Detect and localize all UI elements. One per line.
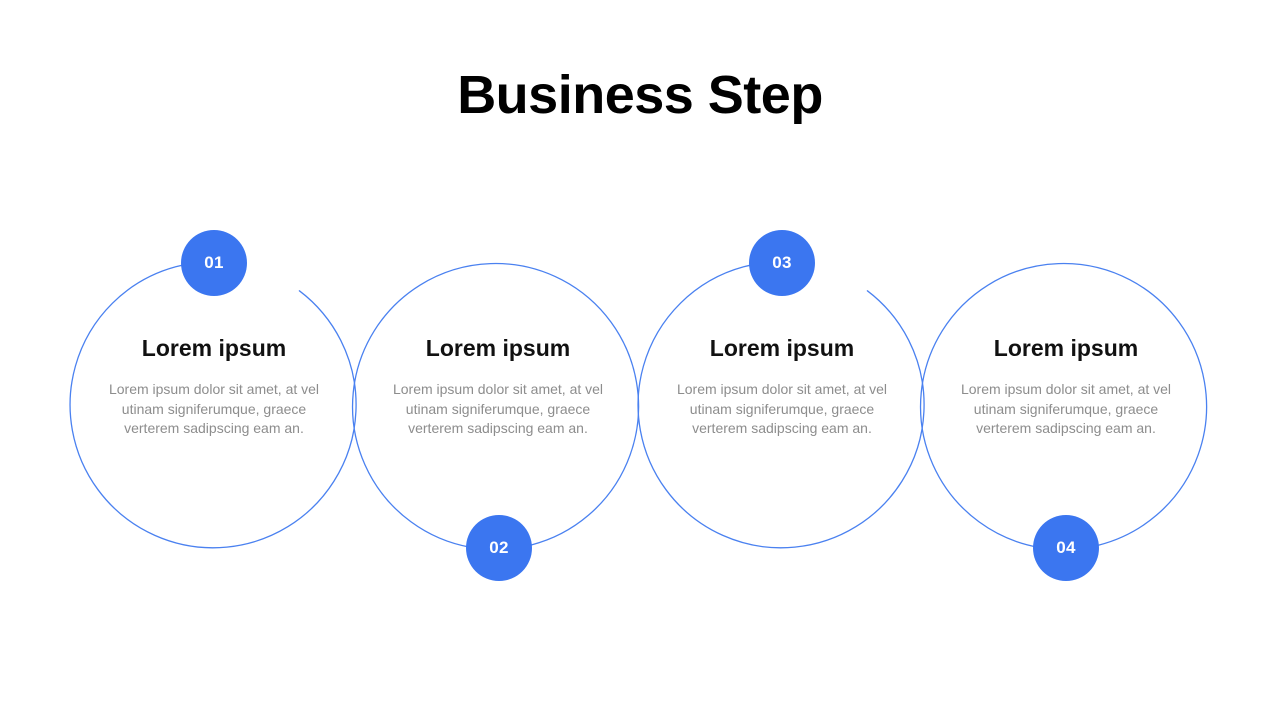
step-item-4[interactable]: Lorem ipsum Lorem ipsum dolor sit amet, …: [924, 0, 1208, 720]
step-item-3[interactable]: Lorem ipsum Lorem ipsum dolor sit amet, …: [640, 0, 924, 720]
step-body-1: Lorem ipsum dolor sit amet, at vel utina…: [108, 381, 320, 436]
step-heading-3: Lorem ipsum: [709, 335, 855, 361]
step-body-4: Lorem ipsum dolor sit amet, at vel utina…: [960, 381, 1172, 436]
step-item-1[interactable]: Lorem ipsum Lorem ipsum dolor sit amet, …: [72, 0, 356, 720]
step-heading-4: Lorem ipsum: [993, 335, 1139, 361]
page-title: Business Step: [457, 65, 823, 125]
step-body-2: Lorem ipsum dolor sit amet, at vel utina…: [392, 381, 604, 436]
step-item-2[interactable]: Lorem ipsum Lorem ipsum dolor sit amet, …: [356, 0, 640, 720]
step-number-badge-2[interactable]: 02: [466, 515, 532, 581]
step-heading-2: Lorem ipsum: [425, 335, 571, 361]
step-number-badge-3[interactable]: 03: [749, 230, 815, 296]
step-body-3: Lorem ipsum dolor sit amet, at vel utina…: [676, 381, 888, 436]
step-number-badge-1[interactable]: 01: [181, 230, 247, 296]
step-heading-1: Lorem ipsum: [141, 335, 287, 361]
step-number-badge-4[interactable]: 04: [1033, 515, 1099, 581]
